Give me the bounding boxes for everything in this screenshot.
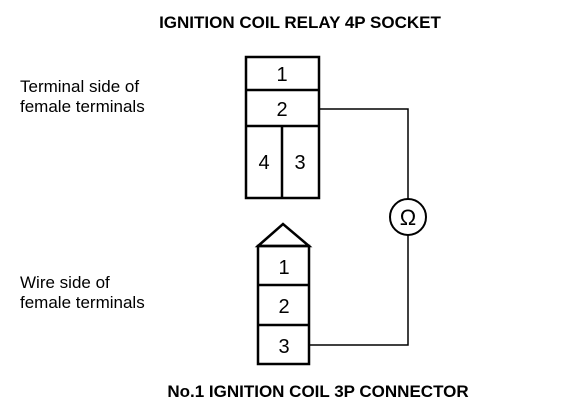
socket-pin-1: 1 [276,64,287,86]
relay-4p-socket [244,55,321,200]
connector-side-label-line2: female terminals [20,293,145,312]
connector-outline [256,244,311,366]
connector-pin-1: 1 [278,257,289,279]
socket-side-label-line2: female terminals [20,97,145,116]
connector-key-tab [254,222,313,248]
connector-title: No.1 IGNITION COIL 3P CONNECTOR [167,382,468,401]
socket-pin-3: 3 [294,152,305,174]
socket-title: IGNITION COIL RELAY 4P SOCKET [159,13,441,32]
connector-pin-3: 3 [278,336,289,358]
socket-side-label-line1: Terminal side of [20,77,139,96]
test-lead-upper [319,108,409,199]
ohm-symbol: Ω [400,205,416,230]
connector-side-label-line1: Wire side of [20,273,110,292]
ohmmeter-icon: Ω [389,198,427,236]
socket-pin-2: 2 [276,99,287,121]
coil-3p-connector [254,222,313,366]
test-lead-lower [309,235,409,346]
socket-pin-4: 4 [258,152,269,174]
connector-pin-2: 2 [278,296,289,318]
